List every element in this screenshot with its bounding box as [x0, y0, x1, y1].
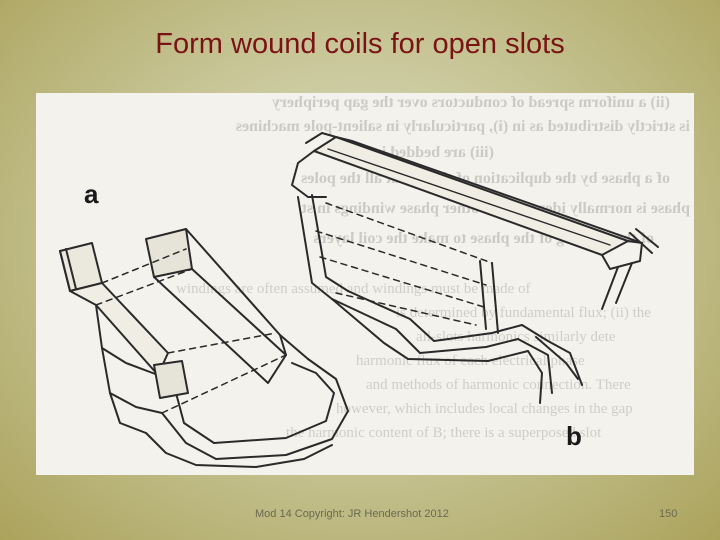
- bleed-line: windings are often assumed and windings …: [176, 281, 531, 297]
- coil-figure: (ii) a uniform spread of conductors over…: [36, 93, 694, 475]
- bleed-line: of a phase by the duplication of the coi…: [301, 170, 670, 187]
- bleed-line: (ii) a uniform spread of conductors over…: [272, 94, 670, 111]
- coil-a-label: a: [84, 179, 99, 209]
- footer-copyright: Mod 14 Copyright: JR Hendershot 2012: [255, 508, 449, 520]
- coil-a: [59, 228, 349, 468]
- bleed-line: however, which includes local changes in…: [336, 401, 633, 417]
- coil-drawing: (ii) a uniform spread of conductors over…: [59, 94, 690, 468]
- coil-b: [291, 132, 659, 404]
- bleed-line: is strictly distributed as in (i), parti…: [236, 118, 690, 135]
- bleed-line: is determined by fundamental flux; (ii) …: [396, 305, 651, 321]
- page-number: 150: [659, 508, 678, 520]
- bleed-line: all-slots harmonics similarly dete: [416, 329, 616, 345]
- bleed-line: the harmonic content of B; there is a su…: [286, 425, 602, 441]
- bleed-line: and methods of harmonic connection. Ther…: [366, 377, 631, 393]
- slide-title: Form wound coils for open slots: [155, 28, 565, 60]
- coil-b-label: b: [566, 421, 582, 451]
